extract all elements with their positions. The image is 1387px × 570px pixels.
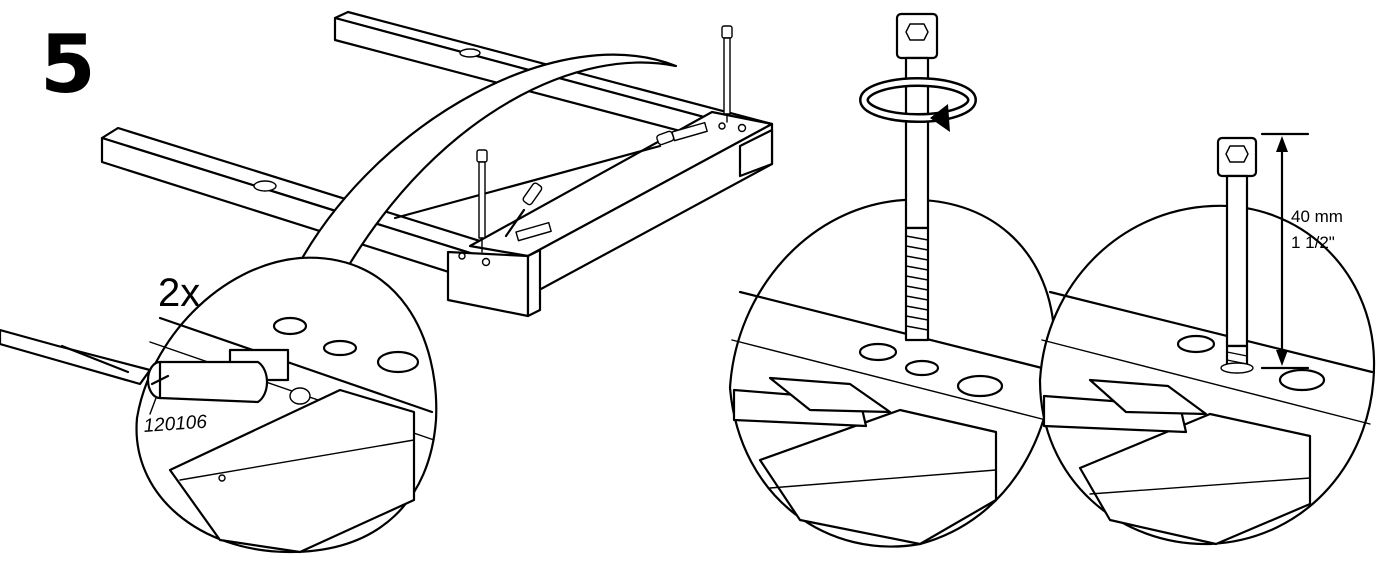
rotation-arrow-icon (859, 77, 977, 132)
frame-inner-edge (393, 144, 662, 220)
thread-lines (905, 235, 929, 331)
cam-pin (289, 387, 311, 405)
screw-icon (1216, 136, 1258, 374)
cam-pocket (1088, 378, 1208, 416)
frame-hole (481, 257, 491, 267)
callout-arrow (298, 53, 678, 272)
hole (322, 339, 358, 357)
front-rail-hole (253, 180, 277, 192)
step-number: 5 (40, 18, 96, 111)
target-hole (904, 359, 940, 377)
board-front (758, 408, 998, 546)
screw-icon (476, 149, 488, 253)
panel-middle-zoom (728, 198, 1056, 548)
rotation-arrowhead (930, 104, 950, 132)
board-line (1089, 477, 1311, 495)
frame-hole (737, 123, 747, 133)
board-edge (158, 316, 434, 414)
board-hole (218, 474, 226, 482)
part-number-label: 120106 (143, 412, 208, 437)
cam-lock-icon (656, 130, 675, 146)
side-rail-end (738, 128, 774, 178)
screw-icon (895, 12, 939, 342)
panel-right-zoom (1038, 204, 1376, 546)
frame-hole (718, 122, 726, 130)
board-line (179, 439, 415, 481)
screw-icon (721, 25, 733, 123)
hole (272, 316, 308, 336)
frame-icon (100, 10, 774, 318)
rotation-ring-inner (861, 79, 975, 121)
dimension-arrow-icon (1260, 132, 1310, 370)
screwdriver-shaft (60, 344, 130, 374)
hole (1176, 334, 1216, 354)
frame-hole (458, 252, 466, 260)
part-leader (149, 397, 157, 415)
screw-shaft (1225, 174, 1249, 348)
board-edge (1041, 339, 1371, 425)
measure-metric: 40 mm (1291, 207, 1343, 226)
cam-slot (515, 221, 552, 242)
hex-socket (905, 23, 929, 41)
hole (956, 374, 1004, 398)
board-edge (731, 339, 1047, 421)
cam-lock-icon (146, 348, 311, 405)
board-edge (738, 290, 1052, 372)
end-block-side (526, 248, 542, 318)
board-front (168, 388, 416, 554)
cam-body (158, 360, 269, 404)
hex-socket (1225, 145, 1249, 163)
screwdriver-shaft (504, 208, 526, 238)
back-rail-hole (459, 48, 481, 58)
screw-thread (904, 226, 930, 342)
quantity-label: 2x (158, 271, 200, 315)
measure-imperial: 1 1/2" (1291, 233, 1335, 252)
board-line (769, 469, 997, 489)
dimension-arrowhead-top (1276, 136, 1288, 152)
board-edge (1048, 290, 1374, 374)
hole (376, 350, 420, 374)
board-front (1078, 412, 1312, 546)
cam-pocket (768, 376, 892, 414)
hole (1278, 368, 1326, 392)
panel-left-zoom: 120106 (0, 256, 438, 554)
hole (858, 342, 898, 362)
screwdriver-icon (522, 182, 543, 206)
dimension-arrowhead-bottom (1276, 350, 1288, 366)
screw-seat (1220, 362, 1254, 374)
screwdriver-icon (0, 328, 152, 386)
screwdriver-handle (0, 328, 152, 386)
cam-slot-line (150, 374, 170, 386)
